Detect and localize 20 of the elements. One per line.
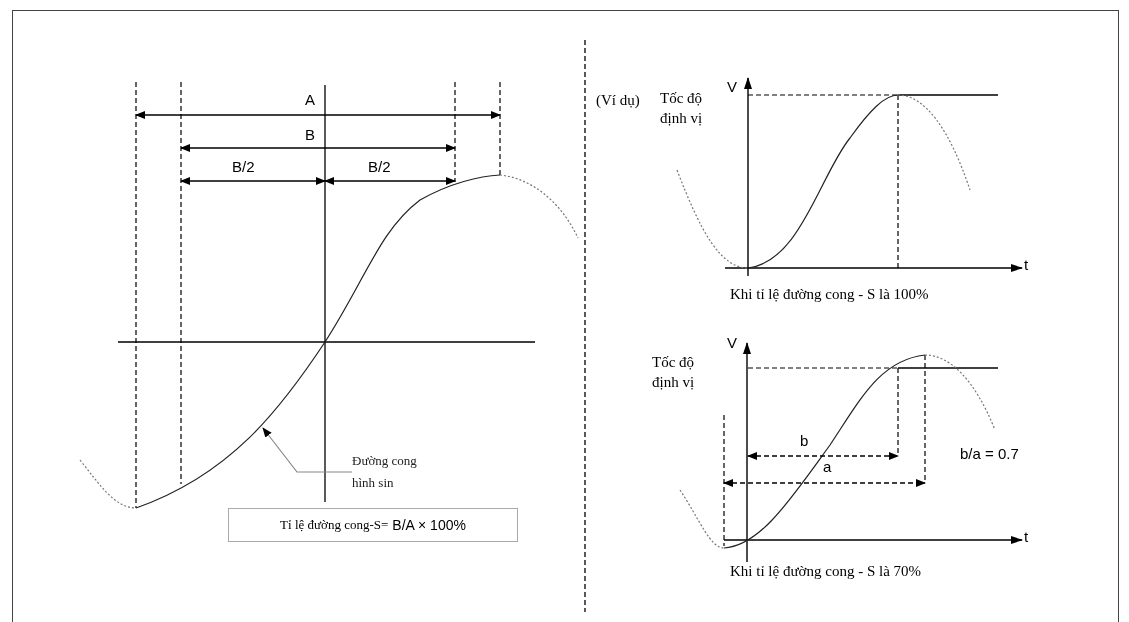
leader-line	[262, 427, 353, 473]
axis-label: t	[1024, 256, 1030, 274]
chart-caption: Khi tỉ lệ đường cong - S là 100%	[730, 285, 930, 304]
axis-label: t	[1024, 528, 1030, 546]
sine-curve	[135, 174, 501, 509]
axis-value-label: Tốc độ định vị	[652, 353, 696, 392]
dimension-label: B	[305, 126, 316, 144]
axis-label: V	[727, 334, 738, 352]
axis-value-label: Tốc độ định vị	[660, 89, 704, 128]
ratio-label: b/a = 0.7	[960, 445, 1020, 463]
axis-label: V	[727, 78, 738, 96]
dimension-label: B/2	[232, 158, 256, 176]
chart-caption: Khi tỉ lệ đường cong - S là 70%	[730, 562, 923, 581]
dimension-label: A	[305, 91, 316, 109]
dimension-label: a	[823, 458, 833, 476]
callout-text: Đường cong hình sin	[352, 450, 432, 494]
dimension-label: B/2	[368, 158, 392, 176]
formula-box: Tỉ lệ đường cong-S= B/A × 100%	[228, 508, 518, 542]
dimension-label: b	[800, 432, 810, 450]
example-note: (Ví dụ)	[596, 91, 641, 110]
